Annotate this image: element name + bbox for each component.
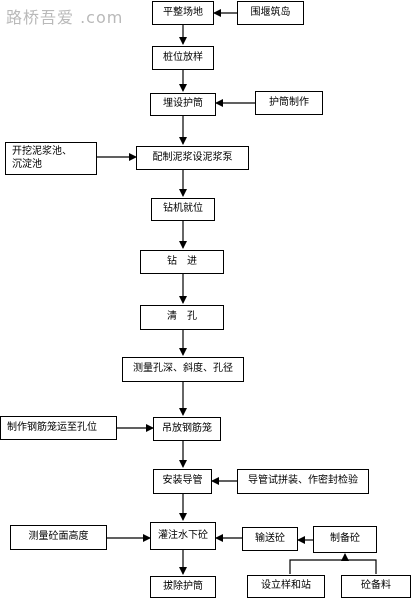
node-drilling: 钻 进: [140, 250, 224, 274]
node-rig-position: 钻机就位: [151, 198, 215, 221]
node-test-specimen: 设立样和站: [247, 575, 325, 598]
node-make-concrete: 制备砼: [313, 526, 377, 553]
node-concrete-material: 砼备料: [341, 575, 411, 598]
node-tremie-test: 导管试拼装、作密封检验: [237, 469, 369, 494]
node-cofferdam: 围堰筑岛: [237, 1, 304, 25]
node-bury-casing: 埋设护筒: [150, 93, 216, 116]
node-install-tremie: 安装导管: [153, 469, 212, 494]
feed-bracket: [289, 559, 377, 574]
node-pour-concrete: 灌注水下砼: [150, 522, 216, 550]
node-make-casing: 护筒制作: [255, 91, 323, 115]
node-level-site: 平整场地: [152, 1, 214, 25]
node-measure-level: 测量砼面高度: [10, 525, 107, 550]
node-measure-hole: 测量孔深、斜度、孔径: [122, 357, 244, 382]
node-transport-concrete: 输送砼: [242, 527, 298, 551]
node-pile-layout: 桩位放样: [152, 46, 214, 70]
watermark: 路桥吾爱 .com: [6, 8, 124, 27]
node-make-cage: 制作钢筋笼运至孔位: [0, 416, 117, 440]
node-hole-clean: 清 孔: [140, 305, 224, 330]
node-remove-casing: 拔除护筒: [150, 576, 216, 598]
node-prepare-slurry: 配制泥浆设泥浆泵: [136, 146, 249, 170]
node-dig-pits: 开挖泥浆池、 沉淀池: [5, 142, 97, 175]
node-hoist-cage: 吊放钢筋笼: [153, 417, 221, 441]
